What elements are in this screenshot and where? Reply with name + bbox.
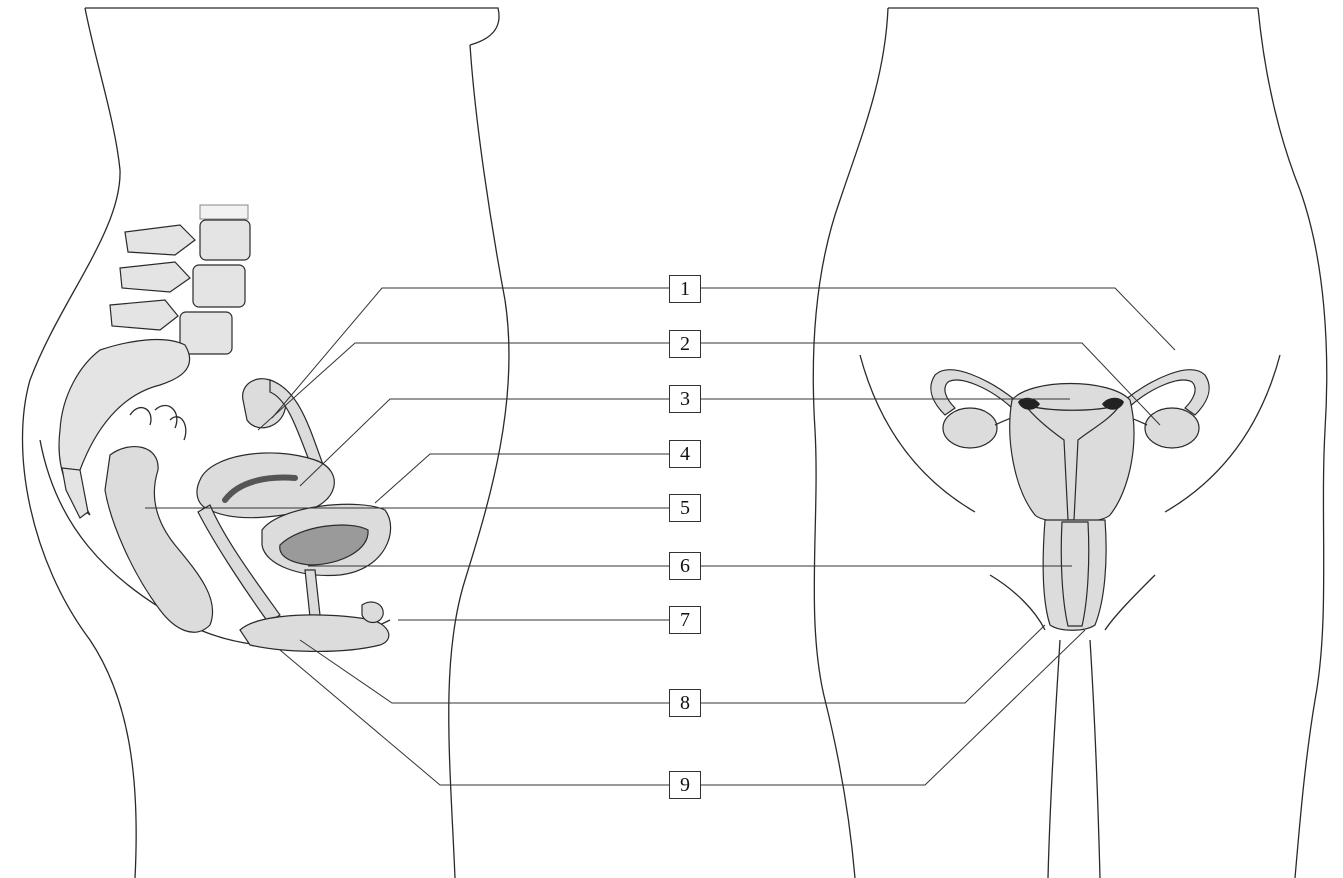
label-number: 1 xyxy=(680,278,690,301)
label-box-9: 9 xyxy=(669,771,701,799)
label-number: 7 xyxy=(680,609,690,632)
label-number: 2 xyxy=(680,333,690,356)
side-body-front-outline xyxy=(449,45,509,878)
side-view-figure xyxy=(23,8,510,878)
label-number: 4 xyxy=(680,443,690,466)
front-left-ovary xyxy=(943,408,997,448)
label-number: 9 xyxy=(680,774,690,797)
label-box-3: 3 xyxy=(669,385,701,413)
vertebra xyxy=(180,312,232,354)
front-inner-thigh-left xyxy=(1048,640,1060,878)
vertebra-process xyxy=(120,262,190,292)
label-box-4: 4 xyxy=(669,440,701,468)
label-number: 5 xyxy=(680,497,690,520)
vertebra-process xyxy=(110,300,178,330)
label-box-8: 8 xyxy=(669,689,701,717)
front-vaginal-canal xyxy=(1061,522,1089,626)
side-clitoris xyxy=(362,602,383,623)
label-box-5: 5 xyxy=(669,494,701,522)
label-box-1: 1 xyxy=(669,275,701,303)
front-body-left-outline xyxy=(813,8,888,878)
label-number: 3 xyxy=(680,388,690,411)
intestine-loops xyxy=(130,405,186,440)
label-box-2: 2 xyxy=(669,330,701,358)
vertebra xyxy=(193,265,245,307)
front-body-right-outline xyxy=(1258,8,1327,878)
lumbar-spine xyxy=(110,205,250,354)
leader-line-4 xyxy=(375,454,669,503)
front-right-ovary xyxy=(1145,408,1199,448)
front-view-figure xyxy=(813,8,1326,878)
side-urethra xyxy=(305,570,320,617)
front-thigh-left-crease xyxy=(990,575,1045,630)
label-number: 6 xyxy=(680,555,690,578)
disc xyxy=(200,205,248,219)
coccyx xyxy=(62,468,88,518)
label-number: 8 xyxy=(680,692,690,715)
rectum xyxy=(105,447,213,633)
vertebra xyxy=(200,220,250,260)
label-box-7: 7 xyxy=(669,606,701,634)
front-thigh-right-crease xyxy=(1105,575,1155,630)
front-inner-thigh-right xyxy=(1090,640,1100,878)
vertebra-process xyxy=(125,225,195,255)
side-body-top-edge xyxy=(85,8,499,45)
label-box-6: 6 xyxy=(669,552,701,580)
